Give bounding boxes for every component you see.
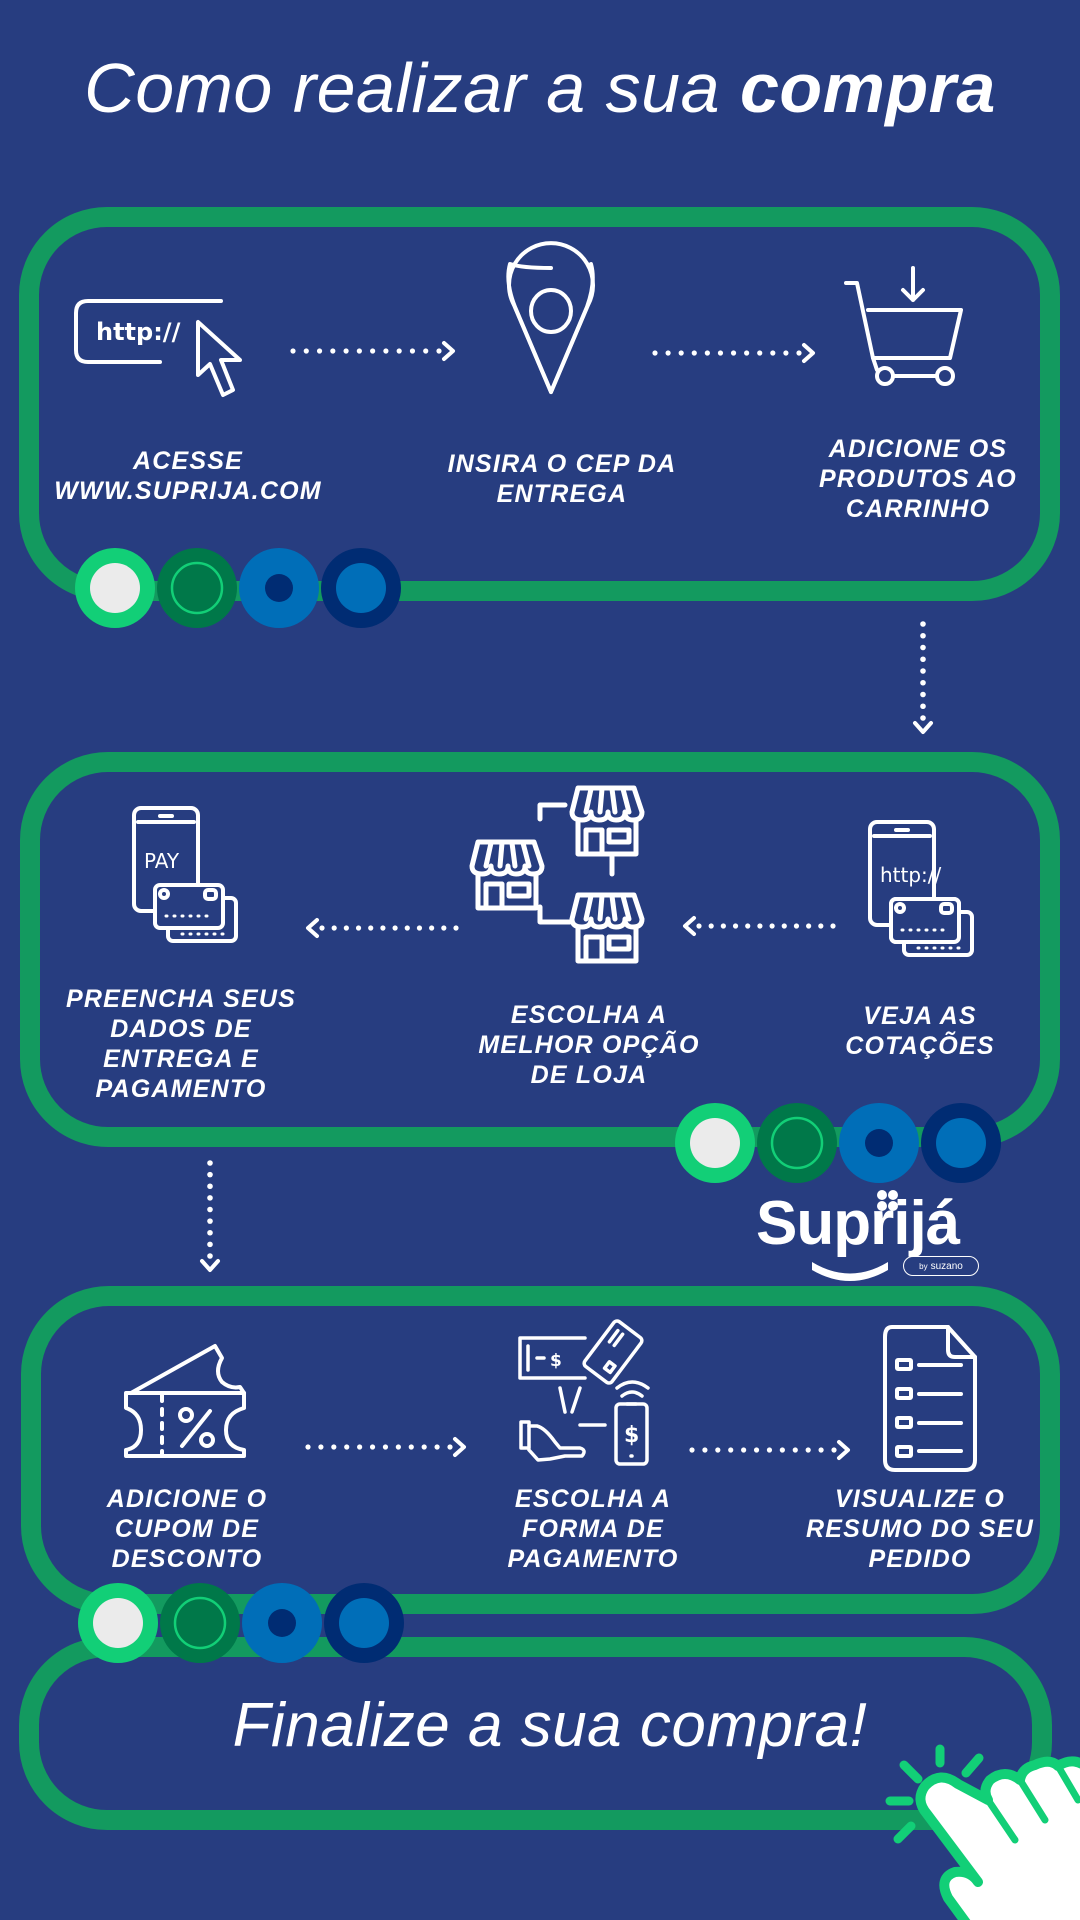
dotted-arrow-right — [652, 343, 815, 363]
dotted-arrow-right — [305, 1437, 466, 1457]
mobile-payment-icon: PAY — [132, 806, 238, 943]
finalize-purchase-text: Finalize a sua compra! — [232, 1691, 868, 1760]
step-group-2-frame — [20, 752, 1060, 1147]
circle-dark-green — [160, 1583, 240, 1663]
circle-dark-green — [757, 1103, 837, 1183]
circle-blue-dot — [865, 1129, 893, 1157]
decorative-circles — [75, 548, 401, 628]
decorative-circles — [78, 1583, 404, 1663]
circle-dark-green-ring — [173, 1596, 227, 1650]
hand-click-icon — [885, 1744, 1080, 1920]
circle-navy-center — [339, 1598, 389, 1648]
step-label-access-site: ACESSE WWW.SUPRIJA.COM — [54, 447, 322, 505]
circle-blue-dot — [268, 1609, 296, 1637]
decorative-circles — [675, 1103, 1001, 1183]
pay-icon-text: PAY — [144, 849, 180, 873]
suprija-logo-mark — [812, 1190, 898, 1281]
circle-dark-green-ring — [770, 1116, 824, 1170]
step-label-payment-method: ESCOLHA A FORMA DE PAGAMENTO — [507, 1485, 679, 1573]
final-frame — [19, 1637, 1052, 1830]
suzano-badge-by: by — [919, 1262, 928, 1271]
step-label-view-quotes: VEJA AS COTAÇÕES — [845, 1002, 995, 1060]
mobile-payment-icon: http:// — [868, 820, 974, 957]
dotted-arrow-right — [689, 1440, 850, 1460]
pay-icon-text: http:// — [880, 863, 942, 887]
phone-icon-dollar: $ — [624, 1423, 639, 1448]
stores-network-icon — [469, 785, 645, 964]
url-cursor-icon: http:// — [74, 299, 242, 397]
circle-dark-green — [157, 548, 237, 628]
step-group-1-frame — [19, 207, 1060, 601]
circle-dark-green-ring — [170, 561, 224, 615]
circle-navy-center — [936, 1118, 986, 1168]
url-icon-text: http:// — [96, 318, 181, 346]
circle-light-green-center — [90, 563, 140, 613]
circle-light-green-center — [93, 1598, 143, 1648]
payment-methods-icon: $ $ — [518, 1319, 650, 1466]
add-to-cart-icon — [844, 266, 963, 386]
step-label-choose-store: ESCOLHA A MELHOR OPÇÃO DE LOJA — [478, 1001, 700, 1089]
page-title: Como realizar a sua compra — [0, 48, 1080, 128]
dotted-arrow-right — [290, 341, 455, 361]
circle-navy-center — [336, 563, 386, 613]
dotted-arrow-left — [683, 916, 836, 936]
discount-coupon-icon — [124, 1344, 246, 1458]
location-pin-icon — [506, 241, 595, 394]
order-summary-icon — [883, 1325, 977, 1472]
step-label-order-summary: VISUALIZE O RESUMO DO SEU PEDIDO — [805, 1485, 1035, 1573]
page-title-regular: Como realizar a sua — [84, 49, 721, 127]
step-label-add-products: ADICIONE OS PRODUTOS AO CARRINHO — [819, 435, 1017, 523]
page-title-bold: compra — [739, 49, 996, 127]
circle-light-green-center — [690, 1118, 740, 1168]
step-label-add-coupon: ADICIONE O CUPOM DE DESCONTO — [106, 1485, 268, 1573]
payment-icon-dollar: $ — [550, 1351, 562, 1371]
suzano-badge-brand: suzano — [930, 1261, 963, 1272]
step-group-3-frame — [21, 1286, 1060, 1614]
circle-blue-dot — [265, 574, 293, 602]
suprija-logo-wordmark: Suprijá — [756, 1189, 960, 1258]
step-label-insert-cep: INSIRA O CEP DA ENTREGA — [447, 450, 677, 508]
dotted-arrow-down — [913, 621, 933, 734]
dotted-arrow-left — [306, 918, 459, 938]
step-label-fill-data: PREENCHA SEUS DADOS DE ENTREGA E PAGAMEN… — [66, 985, 296, 1103]
dotted-arrow-down — [200, 1160, 220, 1272]
